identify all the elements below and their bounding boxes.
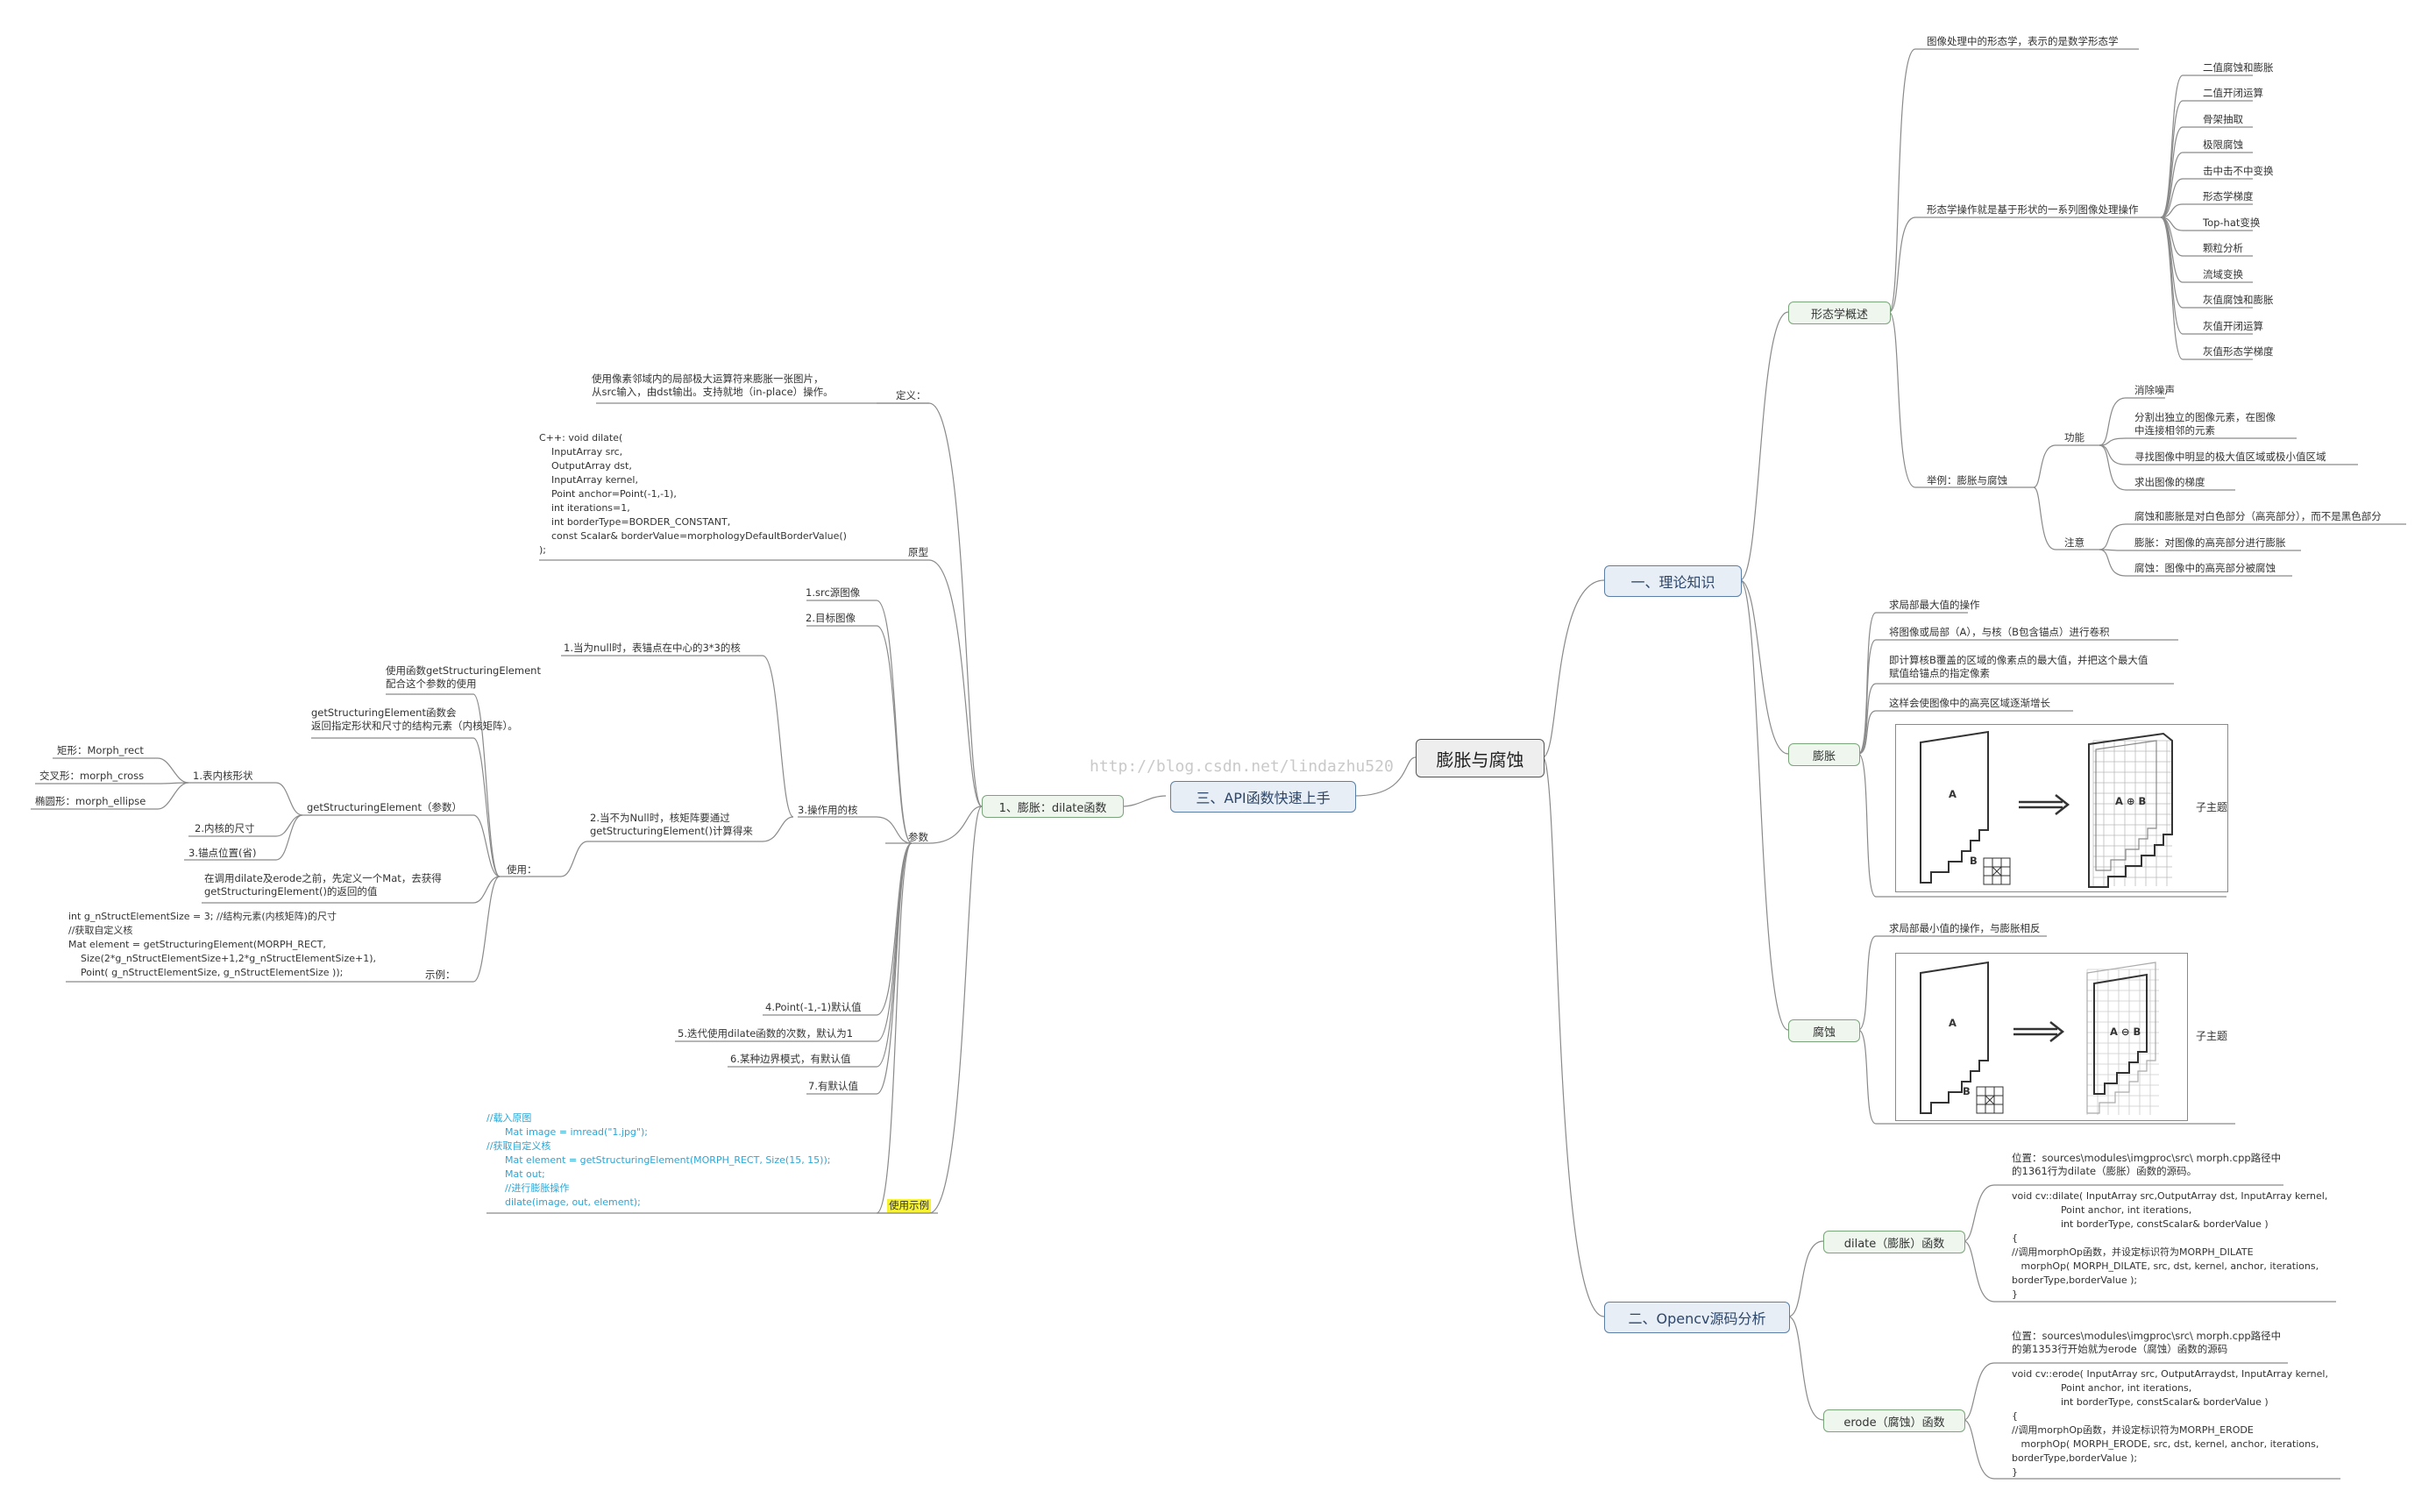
shape-cross: 交叉形：morph_cross bbox=[39, 770, 145, 782]
dilate-item: 求局部最大值的操作 bbox=[1889, 599, 1980, 611]
source-erode-code: void cv::erode( InputArray src, OutputAr… bbox=[2012, 1368, 2328, 1478]
param-3: 3.操作用的核 bbox=[798, 804, 858, 816]
root-node[interactable]: 膨胀与腐蚀 bbox=[1416, 739, 1545, 777]
param-2: 2.目标图像 bbox=[806, 612, 856, 624]
param-5: 5.迭代使用dilate函数的次数，默认为1 bbox=[678, 1027, 854, 1040]
topic-dilate[interactable]: 膨胀 bbox=[1788, 743, 1860, 766]
dilate-caption: 子主题 bbox=[2196, 801, 2228, 813]
ops-item: 灰值形态学梯度 bbox=[2203, 345, 2274, 358]
note-item: 腐蚀：图像中的高亮部分被腐蚀 bbox=[2134, 562, 2276, 574]
anchor-label: 3.锚点位置(省) bbox=[188, 847, 257, 859]
gse-params: getStructuringElement（参数） bbox=[307, 801, 462, 813]
param-3-notnull: 2.当不为Null时，核矩阵要通过 getStructuringElement(… bbox=[590, 812, 753, 837]
kernel-size-label: 2.内核的尺寸 bbox=[195, 822, 255, 834]
erode-caption: 子主题 bbox=[2196, 1030, 2228, 1042]
branch-theory[interactable]: 一、理论知识 bbox=[1604, 565, 1742, 597]
erode-figure: A B A ⊖ B bbox=[1895, 953, 2188, 1121]
example-label-api: 示例： bbox=[425, 969, 456, 981]
param-6: 6.某种边界模式，有默认值 bbox=[730, 1053, 851, 1065]
definition-label: 定义： bbox=[896, 389, 927, 401]
topic-erode[interactable]: 腐蚀 bbox=[1788, 1019, 1860, 1042]
source-dilate-node[interactable]: dilate（膨胀）函数 bbox=[1823, 1231, 1965, 1253]
note-label: 注意 bbox=[2064, 536, 2084, 549]
ops-item: 颗粒分析 bbox=[2203, 242, 2243, 254]
function-item: 消除噪声 bbox=[2134, 384, 2175, 396]
before-call: 在调用dilate及erode之前，先定义一个Mat，去获得 getStruct… bbox=[204, 872, 442, 898]
function-item: 分割出独立的图像元素，在图像 中连接相邻的元素 bbox=[2134, 411, 2276, 437]
branch-source[interactable]: 二、Opencv源码分析 bbox=[1604, 1302, 1790, 1333]
api-dilate-node[interactable]: 1、膨胀：dilate函数 bbox=[982, 795, 1124, 818]
use-function: 使用函数getStructuringElement 配合这个参数的使用 bbox=[386, 664, 541, 690]
param-3-null: 1.当为null时，表锚点在中心的3*3的核 bbox=[564, 642, 741, 654]
topic-overview[interactable]: 形态学概述 bbox=[1788, 302, 1891, 324]
param-7: 7.有默认值 bbox=[808, 1080, 858, 1092]
ops-item: 二值开闭运算 bbox=[2203, 87, 2263, 99]
definition-text: 使用像素邻域内的局部极大运算符来膨胀一张图片， 从src输入，由dst输出。支持… bbox=[592, 373, 834, 398]
watermark: http://blog.csdn.net/lindazhu520 bbox=[1090, 757, 1394, 776]
ops-item: 二值腐蚀和膨胀 bbox=[2203, 61, 2274, 74]
use-label: 使用： bbox=[507, 863, 537, 876]
overview-intro: 图像处理中的形态学，表示的是数学形态学 bbox=[1927, 35, 2119, 47]
use-returns: getStructuringElement函数会 返回指定形状和尺寸的结构元素（… bbox=[311, 706, 518, 732]
erode-fig-result: A ⊖ B bbox=[2110, 1026, 2141, 1038]
branch-api[interactable]: 三、API函数快速上手 bbox=[1170, 781, 1356, 813]
ops-item: 极限腐蚀 bbox=[2203, 138, 2243, 151]
ops-item: 骨架抽取 bbox=[2203, 113, 2243, 125]
example-code: int g_nStructElementSize = 3; //结构元素(内核矩… bbox=[68, 911, 377, 978]
dilate-item: 即计算核B覆盖的区域的像素点的最大值，并把这个最大值 赋值给锚点的指定像素 bbox=[1889, 654, 2148, 679]
source-dilate-code: void cv::dilate( InputArray src,OutputAr… bbox=[2012, 1190, 2328, 1300]
dilate-fig-result: A ⊕ B bbox=[2115, 795, 2147, 807]
param-1: 1.src源图像 bbox=[806, 586, 861, 599]
ops-item: 形态学梯度 bbox=[2203, 190, 2254, 202]
function-item: 寻找图像中明显的极大值区域或极小值区域 bbox=[2134, 451, 2326, 463]
note-item: 膨胀：对图像的高亮部分进行膨胀 bbox=[2134, 536, 2286, 549]
param-4: 4.Point(-1,-1)默认值 bbox=[765, 1001, 862, 1013]
overview-ops-label: 形态学操作就是基于形状的一系列图像处理操作 bbox=[1927, 203, 2139, 216]
shape-label: 1.表内核形状 bbox=[193, 770, 253, 782]
erode-fig-a: A bbox=[1949, 1017, 1957, 1029]
usage-code: //载入原图 Mat image = imread("1.jpg"); //获取… bbox=[486, 1112, 831, 1208]
usage-label: 使用示例 bbox=[887, 1199, 931, 1212]
source-erode-node[interactable]: erode（腐蚀）函数 bbox=[1823, 1409, 1965, 1432]
dilate-fig-a: A bbox=[1949, 788, 1957, 800]
ops-item: Top-hat变换 bbox=[2203, 217, 2261, 229]
dilate-figure: A B A ⊕ B bbox=[1895, 724, 2228, 892]
dilate-item: 这样会使图像中的高亮区域逐渐增长 bbox=[1889, 697, 2050, 709]
prototype-label: 原型 bbox=[908, 546, 928, 558]
note-item: 腐蚀和膨胀是对白色部分（高亮部分），而不是黑色部分 bbox=[2134, 510, 2382, 522]
ops-item: 流域变换 bbox=[2203, 268, 2243, 280]
dilate-fig-b: B bbox=[1970, 855, 1978, 867]
ops-item: 灰值开闭运算 bbox=[2203, 320, 2263, 332]
erode-fig-b: B bbox=[1963, 1085, 1971, 1097]
source-erode-location: 位置：sources\modules\imgproc\src\ morph.cp… bbox=[2012, 1330, 2282, 1355]
prototype-code: C++: void dilate( InputArray src, Output… bbox=[539, 432, 847, 556]
function-label: 功能 bbox=[2064, 431, 2084, 444]
shape-ellipse: 椭圆形：morph_ellipse bbox=[35, 795, 146, 807]
ops-item: 击中击不中变换 bbox=[2203, 165, 2274, 177]
ops-item: 灰值腐蚀和膨胀 bbox=[2203, 294, 2274, 306]
params-label: 参数 bbox=[908, 831, 928, 843]
example-label: 举例：膨胀与腐蚀 bbox=[1927, 474, 2007, 486]
dilate-item: 将图像或局部（A），与核（B包含锚点）进行卷积 bbox=[1889, 626, 2110, 638]
shape-rect: 矩形：Morph_rect bbox=[57, 744, 144, 756]
source-dilate-location: 位置：sources\modules\imgproc\src\ morph.cp… bbox=[2012, 1152, 2282, 1177]
function-item: 求出图像的梯度 bbox=[2134, 476, 2205, 488]
erode-item: 求局部最小值的操作，与膨胀相反 bbox=[1889, 922, 2041, 934]
